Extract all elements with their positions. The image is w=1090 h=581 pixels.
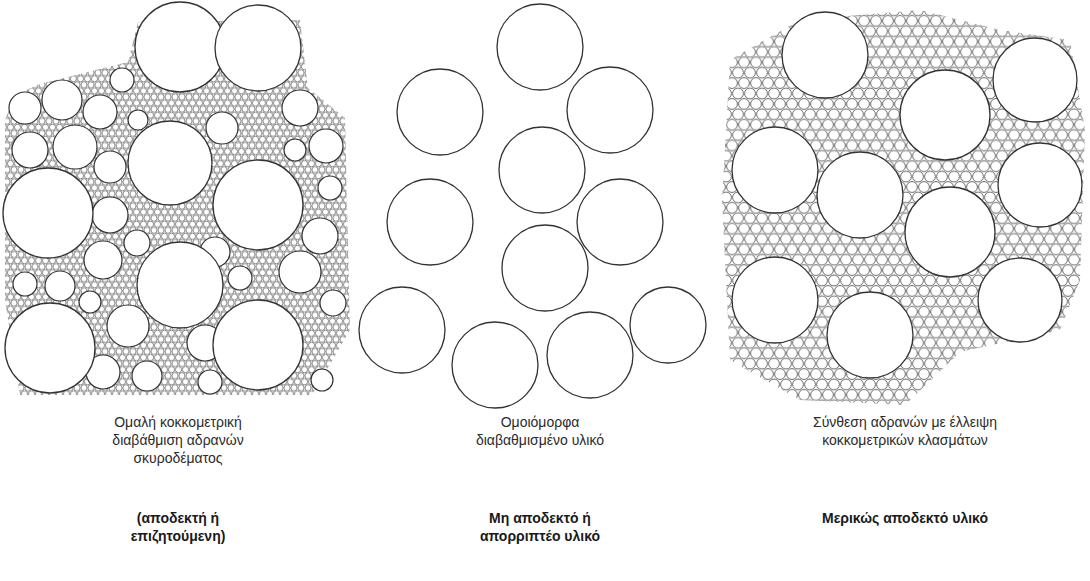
verdict-caption: Μη αποδεκτό ή απορριπτέο υλικό: [460, 510, 620, 546]
well-graded-panel: [3, 2, 350, 395]
panel-caption: Σύνθεση αδρανών με έλλειψη κοκκομετρικών…: [773, 414, 1038, 450]
uniform-panel: [359, 4, 706, 408]
gap-graded-panel: [722, 10, 1085, 405]
panel-caption: Ομαλή κοκκομετρική διαβάθμιση αδρανών σκ…: [91, 414, 266, 468]
panel-caption: Ομοιόμορφα διαβαθμισμένο υλικό: [460, 414, 620, 450]
verdict-caption: Μερικώς αποδεκτό υλικό: [820, 510, 990, 528]
verdict-caption: (αποδεκτή ή επιζητούμενη): [98, 510, 258, 546]
